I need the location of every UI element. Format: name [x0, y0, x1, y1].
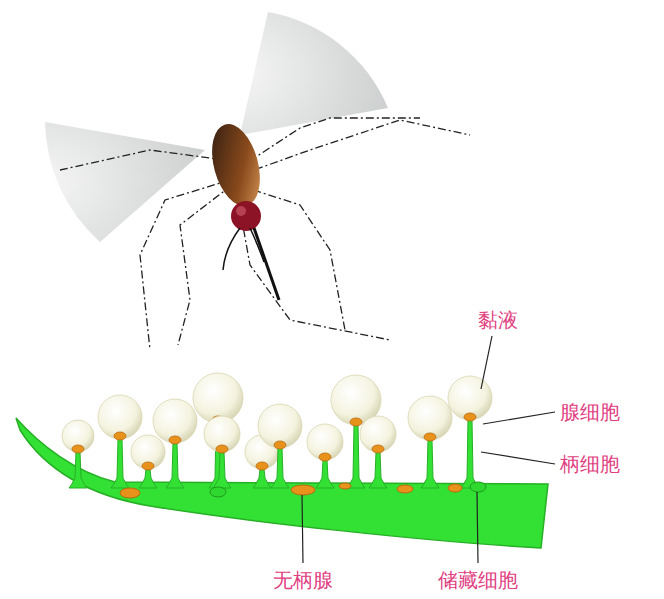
tentacle: [448, 376, 492, 488]
tentacle: [360, 416, 396, 488]
tentacle: [131, 435, 165, 488]
storage-cell: [210, 482, 486, 497]
part-label: 储藏细胞: [438, 568, 518, 592]
tentacle: [62, 420, 94, 488]
part-label: 柄细胞: [560, 452, 620, 476]
leader-line: [302, 336, 555, 563]
part-label: 腺细胞: [560, 400, 620, 424]
mosquito-wing: [45, 12, 388, 242]
tentacle: [307, 424, 343, 488]
mosquito-leg: [60, 118, 470, 350]
tentacles: [62, 373, 492, 488]
tentacle: [193, 373, 243, 488]
part-label: 黏液: [478, 308, 518, 332]
part-label: 无柄腺: [273, 568, 333, 592]
tentacle: [258, 404, 302, 488]
mosquito-body: [204, 119, 279, 300]
tentacle: [153, 399, 197, 488]
tentacle: [408, 396, 452, 488]
sessile-gland: [120, 483, 462, 498]
tentacle: [204, 416, 240, 488]
